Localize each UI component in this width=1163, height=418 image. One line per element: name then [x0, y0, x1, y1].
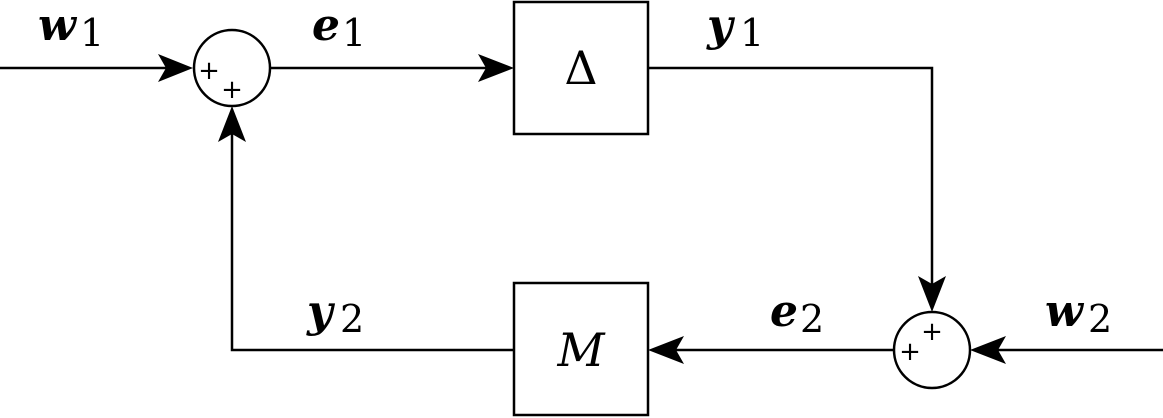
junction-top-circle — [192, 28, 272, 108]
signal-w2-main: w — [1045, 286, 1085, 337]
arrowhead-y2 — [218, 106, 246, 142]
signal-y1-main: y — [706, 0, 736, 51]
signal-label-w1: w 1 — [38, 0, 104, 55]
wire-y2 — [230, 132, 514, 352]
signal-label-y2: y 2 — [306, 286, 364, 341]
wire-y1 — [648, 66, 934, 290]
arrowhead-e1 — [478, 54, 514, 82]
summing-junction-bottom: + + — [892, 310, 972, 390]
arrowhead-e2 — [648, 336, 684, 364]
signal-e1-sub: 1 — [342, 11, 366, 55]
signal-label-e2: e 2 — [770, 286, 824, 341]
arrowhead-w1 — [158, 54, 193, 82]
signal-w1-sub: 1 — [80, 11, 104, 55]
delta-block-label: Δ — [564, 41, 597, 95]
signal-e2-main: e — [770, 286, 798, 337]
junction-top-sign-left: + — [198, 56, 220, 86]
junction-bottom-circle — [892, 310, 972, 390]
m-block-box — [512, 281, 650, 417]
signal-w2-sub: 2 — [1088, 297, 1112, 341]
arrowhead-y1 — [918, 276, 946, 312]
signal-label-w2: w 2 — [1045, 286, 1112, 341]
signal-e2-sub: 2 — [800, 297, 824, 341]
m-block-label: M — [556, 323, 606, 377]
arrowhead-w2 — [970, 336, 1006, 364]
summing-junction-top: + + — [192, 28, 272, 108]
signal-y1-sub: 1 — [740, 11, 764, 55]
junction-top-sign-bottom: + — [221, 75, 243, 105]
signal-label-e1: e 1 — [312, 0, 366, 55]
signal-y2-sub: 2 — [340, 297, 364, 341]
m-block: M — [512, 281, 650, 417]
delta-block-box — [512, 0, 650, 136]
signal-y2-main: y — [306, 286, 336, 337]
signal-w1-main: w — [38, 0, 78, 51]
signal-e1-main: e — [312, 0, 340, 51]
junction-bottom-sign-top: + — [921, 317, 943, 347]
signal-label-y1: y 1 — [706, 0, 764, 55]
junction-bottom-sign-left: + — [899, 337, 921, 367]
delta-block: Δ — [512, 0, 650, 136]
